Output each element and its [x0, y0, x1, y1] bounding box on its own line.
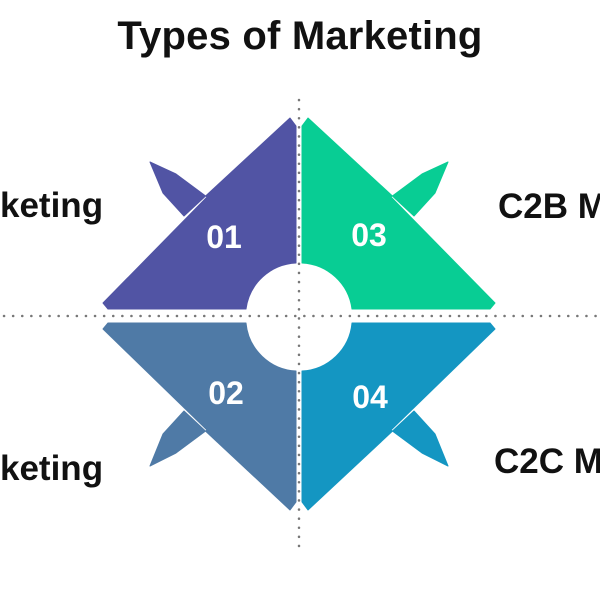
quadrant-04-number: 04	[352, 379, 388, 415]
quadrant-01-label: keting	[0, 186, 104, 225]
quadrant-01-shape	[102, 117, 297, 310]
quadrant-04-shape	[301, 322, 496, 511]
diagram-title: Types of Marketing	[117, 14, 483, 58]
quadrant-02-label: keting	[0, 449, 104, 488]
quadrant-04-label: C2C M	[494, 442, 600, 481]
quadrant-02-number: 02	[208, 375, 244, 411]
quadrant-03-shape	[301, 117, 496, 310]
quadrant-01-number: 01	[206, 219, 242, 255]
quadrant-03-number: 03	[351, 217, 387, 253]
quadrant-03-label: C2B M	[498, 187, 600, 226]
quadrant-02-shape	[102, 322, 297, 511]
